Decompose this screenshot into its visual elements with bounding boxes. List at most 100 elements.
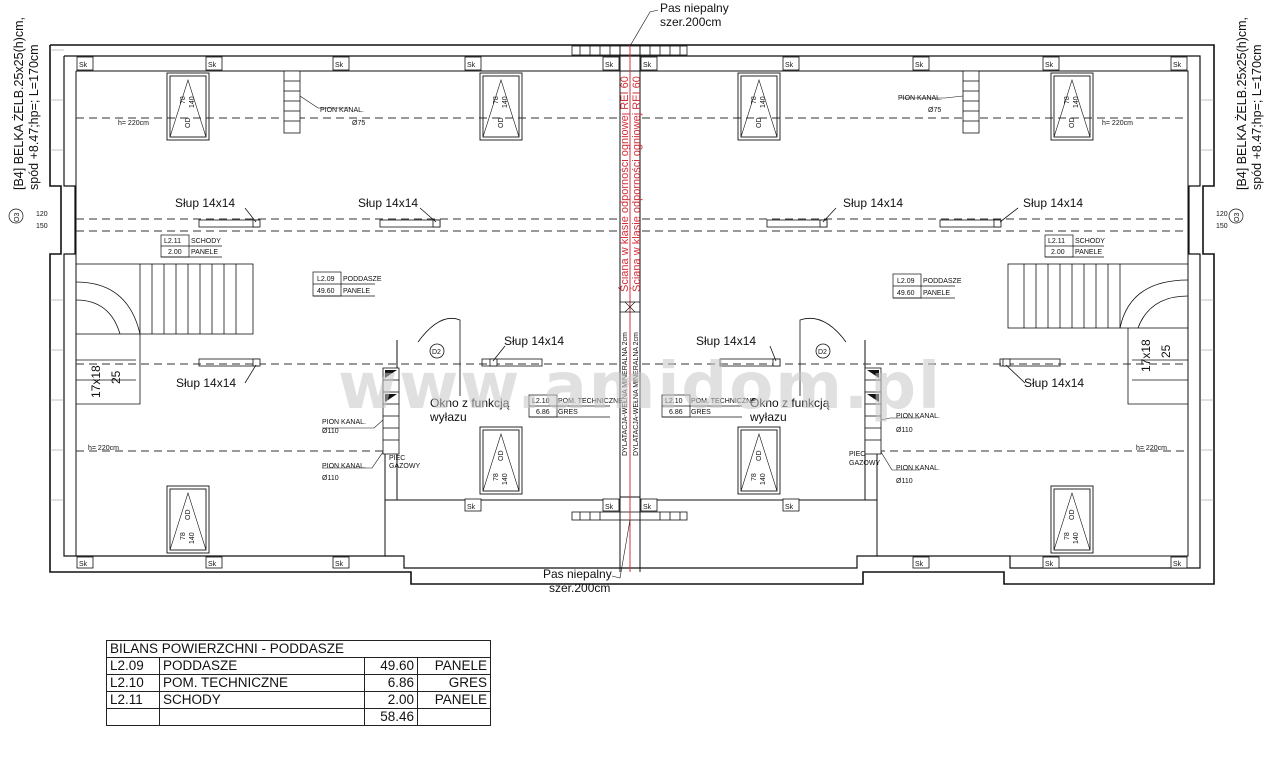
- sk-label: Sk: [335, 62, 344, 69]
- room-name: PODDASZE: [343, 276, 382, 283]
- table-row: L2.11 SCHODY 2.00 PANELE: [106, 691, 491, 709]
- window-height: 140: [1073, 96, 1080, 108]
- watermark: www.amidom.pl: [338, 350, 942, 424]
- height-label: h= 220cm: [1102, 120, 1133, 127]
- fire-wall-label: Ściana w klasie odporności ogniowej REI …: [618, 76, 631, 292]
- room-area: 6.86: [536, 409, 550, 416]
- room-tag-frames: [160, 234, 1104, 418]
- level-lines: [76, 117, 1188, 452]
- party-wall: [619, 45, 641, 572]
- sk-label: Sk: [785, 504, 794, 511]
- vent-label: PION KANAL.: [898, 95, 942, 102]
- window-width: 78: [1064, 96, 1071, 104]
- stairs-right: [1007, 263, 1189, 405]
- window-height: 140: [1073, 532, 1080, 544]
- room-area: 49.60: [897, 290, 915, 297]
- sk-label: Sk: [1045, 62, 1054, 69]
- vent-label: PION KANAL.: [322, 419, 366, 426]
- window-width: 78: [493, 473, 500, 481]
- sk-label: Sk: [467, 62, 476, 69]
- room-code: L2.09: [897, 278, 915, 285]
- window-height: 140: [189, 96, 196, 108]
- hatch-window-label: wyłazu: [749, 410, 787, 424]
- dim-120: 120: [1216, 211, 1228, 218]
- room-name: SCHODY: [191, 238, 221, 245]
- vent-diameter: Ø75: [352, 120, 365, 127]
- room-name-cell: POM. TECHNICZNE: [159, 674, 365, 692]
- room-finish: GRES: [558, 409, 578, 416]
- columns: [198, 207, 1061, 384]
- fire-wall-label: Ściana w klasie odporności ogniowej REI …: [630, 76, 643, 292]
- room-name: SCHODY: [1075, 238, 1105, 245]
- window-height: 140: [502, 96, 509, 108]
- sk-label: Sk: [79, 561, 88, 568]
- window-height: 140: [760, 96, 767, 108]
- height-label: h= 220cm: [1136, 445, 1167, 452]
- sk-label: Sk: [785, 62, 794, 69]
- window-height: 140: [502, 473, 509, 485]
- boiler-label: PIEC: [389, 455, 405, 462]
- window-width: 78: [751, 96, 758, 104]
- column-label: Słup 14x14: [358, 196, 418, 210]
- room-name: POM. TECHNICZNE: [558, 398, 623, 405]
- column-label: Słup 14x14: [1023, 196, 1083, 210]
- room-area: 6.86: [669, 409, 683, 416]
- dilatation-label: DYLATACJA-WEŁNA MINERALNA 2cm: [622, 332, 629, 456]
- window-mark: OD: [185, 510, 192, 521]
- empty-cell: [159, 708, 365, 726]
- pas-bottom-line2: szer.200cm: [549, 581, 610, 595]
- vent-diameter: Ø75: [928, 107, 941, 114]
- vent-diameter: Ø110: [896, 478, 913, 485]
- sk-label: Sk: [1173, 62, 1182, 69]
- stair-dim: 17x18: [89, 365, 103, 398]
- room-code-cell: L2.09: [106, 657, 160, 675]
- room-finish: PANELE: [191, 249, 218, 256]
- window-mark: OD: [1069, 118, 1076, 129]
- room-area-cell: 49.60: [364, 657, 418, 675]
- room-code: L2.09: [317, 276, 335, 283]
- pas-top-line1: Pas niepalny: [660, 1, 729, 15]
- column-label: Słup 14x14: [175, 196, 235, 210]
- room-code: L2.11: [1048, 238, 1065, 245]
- room-code-cell: L2.11: [106, 691, 160, 709]
- room-tags: L2.11 SCHODY 2.00 PANELE L2.09 PODDASZE …: [164, 238, 1105, 416]
- hatch-window-label: wyłazu: [429, 410, 467, 424]
- roof-window: [737, 426, 781, 495]
- room-area: 2.00: [168, 249, 182, 256]
- boiler-label: PIEC: [849, 451, 865, 458]
- sk-markers: [76, 56, 1188, 569]
- column-label: Słup 14x14: [843, 196, 903, 210]
- area-balance-table: BILANS POWIERZCHNI - PODDASZE L2.09 PODD…: [106, 640, 491, 726]
- sk-label: Sk: [1173, 561, 1182, 568]
- room-code: L2.10: [665, 398, 683, 405]
- sk-label: Sk: [467, 504, 476, 511]
- room-code-cell: L2.10: [106, 674, 160, 692]
- total-area-cell: 58.46: [364, 708, 418, 726]
- window-mark: OD: [1069, 510, 1076, 521]
- room-name-cell: PODDASZE: [159, 657, 365, 675]
- table-row: L2.09 PODDASZE 49.60 PANELE: [106, 657, 491, 675]
- o3-label: O3: [1234, 213, 1241, 222]
- sk-label: Sk: [915, 561, 924, 568]
- room-code: L2.11: [164, 238, 181, 245]
- window-mark: OD: [756, 118, 763, 129]
- window-mark: OD: [756, 451, 763, 462]
- beam-right-line1: [B4] BELKA ŻELB.25x25(h)cm,: [1235, 17, 1249, 190]
- roof-window: [479, 426, 523, 495]
- door-mark: D2: [818, 349, 827, 356]
- beam-right-line2: spód +8.47;hp=; L=170cm: [1250, 44, 1264, 190]
- pas-bottom-line1: Pas niepalny: [543, 567, 612, 581]
- column-label: Słup 14x14: [1024, 376, 1084, 390]
- beam-left-line2: spód +8.47;hp=; L=170cm: [27, 44, 41, 190]
- window-mark: OD: [498, 118, 505, 129]
- sk-label: Sk: [79, 62, 88, 69]
- table-title: BILANS POWIERZCHNI - PODDASZE: [106, 640, 491, 658]
- pas-top-line2: szer.200cm: [660, 15, 721, 29]
- dim-150: 150: [1216, 223, 1228, 230]
- sk-labels: Sk Sk Sk Sk Sk Sk Sk Sk Sk Sk Sk Sk Sk S…: [79, 62, 1182, 568]
- table-total-row: 58.46: [106, 708, 491, 726]
- stairs-left: [75, 263, 254, 405]
- room-code: L2.10: [532, 398, 550, 405]
- window-width: 78: [751, 473, 758, 481]
